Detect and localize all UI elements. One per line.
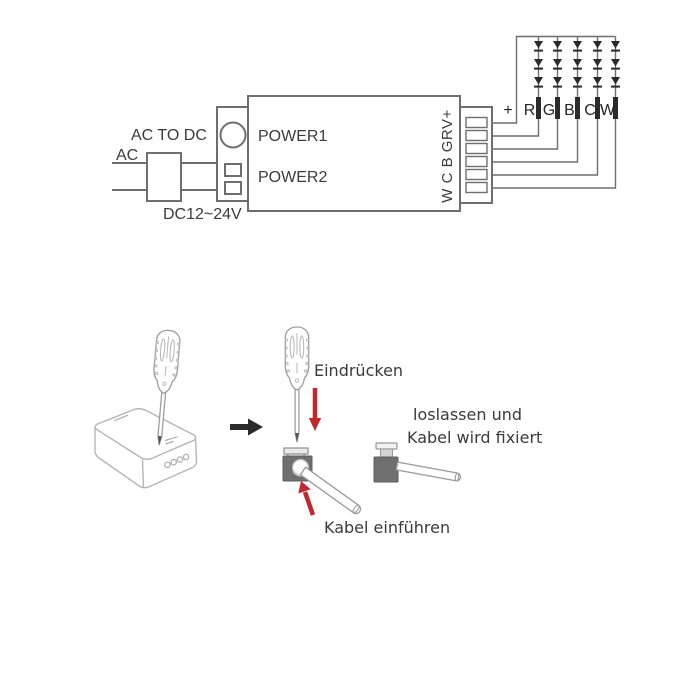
pad-label-r: R	[524, 102, 536, 119]
power1-label: POWER1	[258, 128, 327, 145]
red-arrow-up-line	[302, 491, 316, 516]
dc-range-label: DC12~24V	[163, 206, 242, 223]
cable-end	[454, 472, 460, 482]
pad-label-g: G	[543, 102, 555, 119]
button-cap	[375, 442, 398, 450]
box-terminal-holes	[164, 453, 190, 469]
ac-wires	[112, 162, 217, 191]
cable-end	[352, 504, 360, 514]
led-strip-labels: + R G B C W	[503, 102, 616, 119]
led-strip-pads	[536, 97, 618, 119]
pad-label-plus: +	[503, 102, 512, 119]
output-terminal-block	[459, 106, 493, 204]
release-label-line2: Kabel wird fixiert	[407, 428, 542, 447]
red-arrow-down-head	[308, 418, 322, 431]
insert-label: Kabel einführen	[324, 518, 450, 537]
box-print-marks	[164, 436, 178, 445]
terminal-push-plate	[283, 447, 309, 455]
power-supply-box	[146, 152, 182, 202]
pad-label-b: B	[564, 102, 575, 119]
screwdriver-press-icon	[284, 326, 310, 443]
installation-instructions: Eindrücken Kabel einführen loslassen und…	[94, 326, 542, 537]
ac-label: AC	[116, 147, 138, 164]
terminal-body	[373, 456, 399, 483]
cable-fixed	[395, 461, 462, 482]
release-label-line1: loslassen und	[413, 405, 522, 424]
psu-label: AC TO DC	[131, 127, 207, 144]
power-input-connector	[216, 106, 249, 202]
released-terminal-figure	[373, 442, 462, 483]
press-terminal-figure	[282, 326, 362, 516]
output-terminal-labels: W C B GRV+	[439, 109, 456, 203]
pad-label-w: W	[600, 102, 616, 119]
power2-label: POWER2	[258, 169, 327, 186]
wiring-diagram: AC TO DC AC DC12~24V POWER1 POWER2 W C B…	[112, 35, 620, 223]
strip-wires	[492, 35, 617, 189]
arrow-right-icon	[230, 418, 263, 436]
button-stem	[379, 448, 394, 459]
controller-box	[247, 95, 461, 212]
controller-3d-box	[94, 407, 198, 489]
red-arrow-up-head	[298, 481, 311, 494]
pad-label-c: C	[584, 102, 596, 119]
press-label: Eindrücken	[314, 361, 403, 380]
